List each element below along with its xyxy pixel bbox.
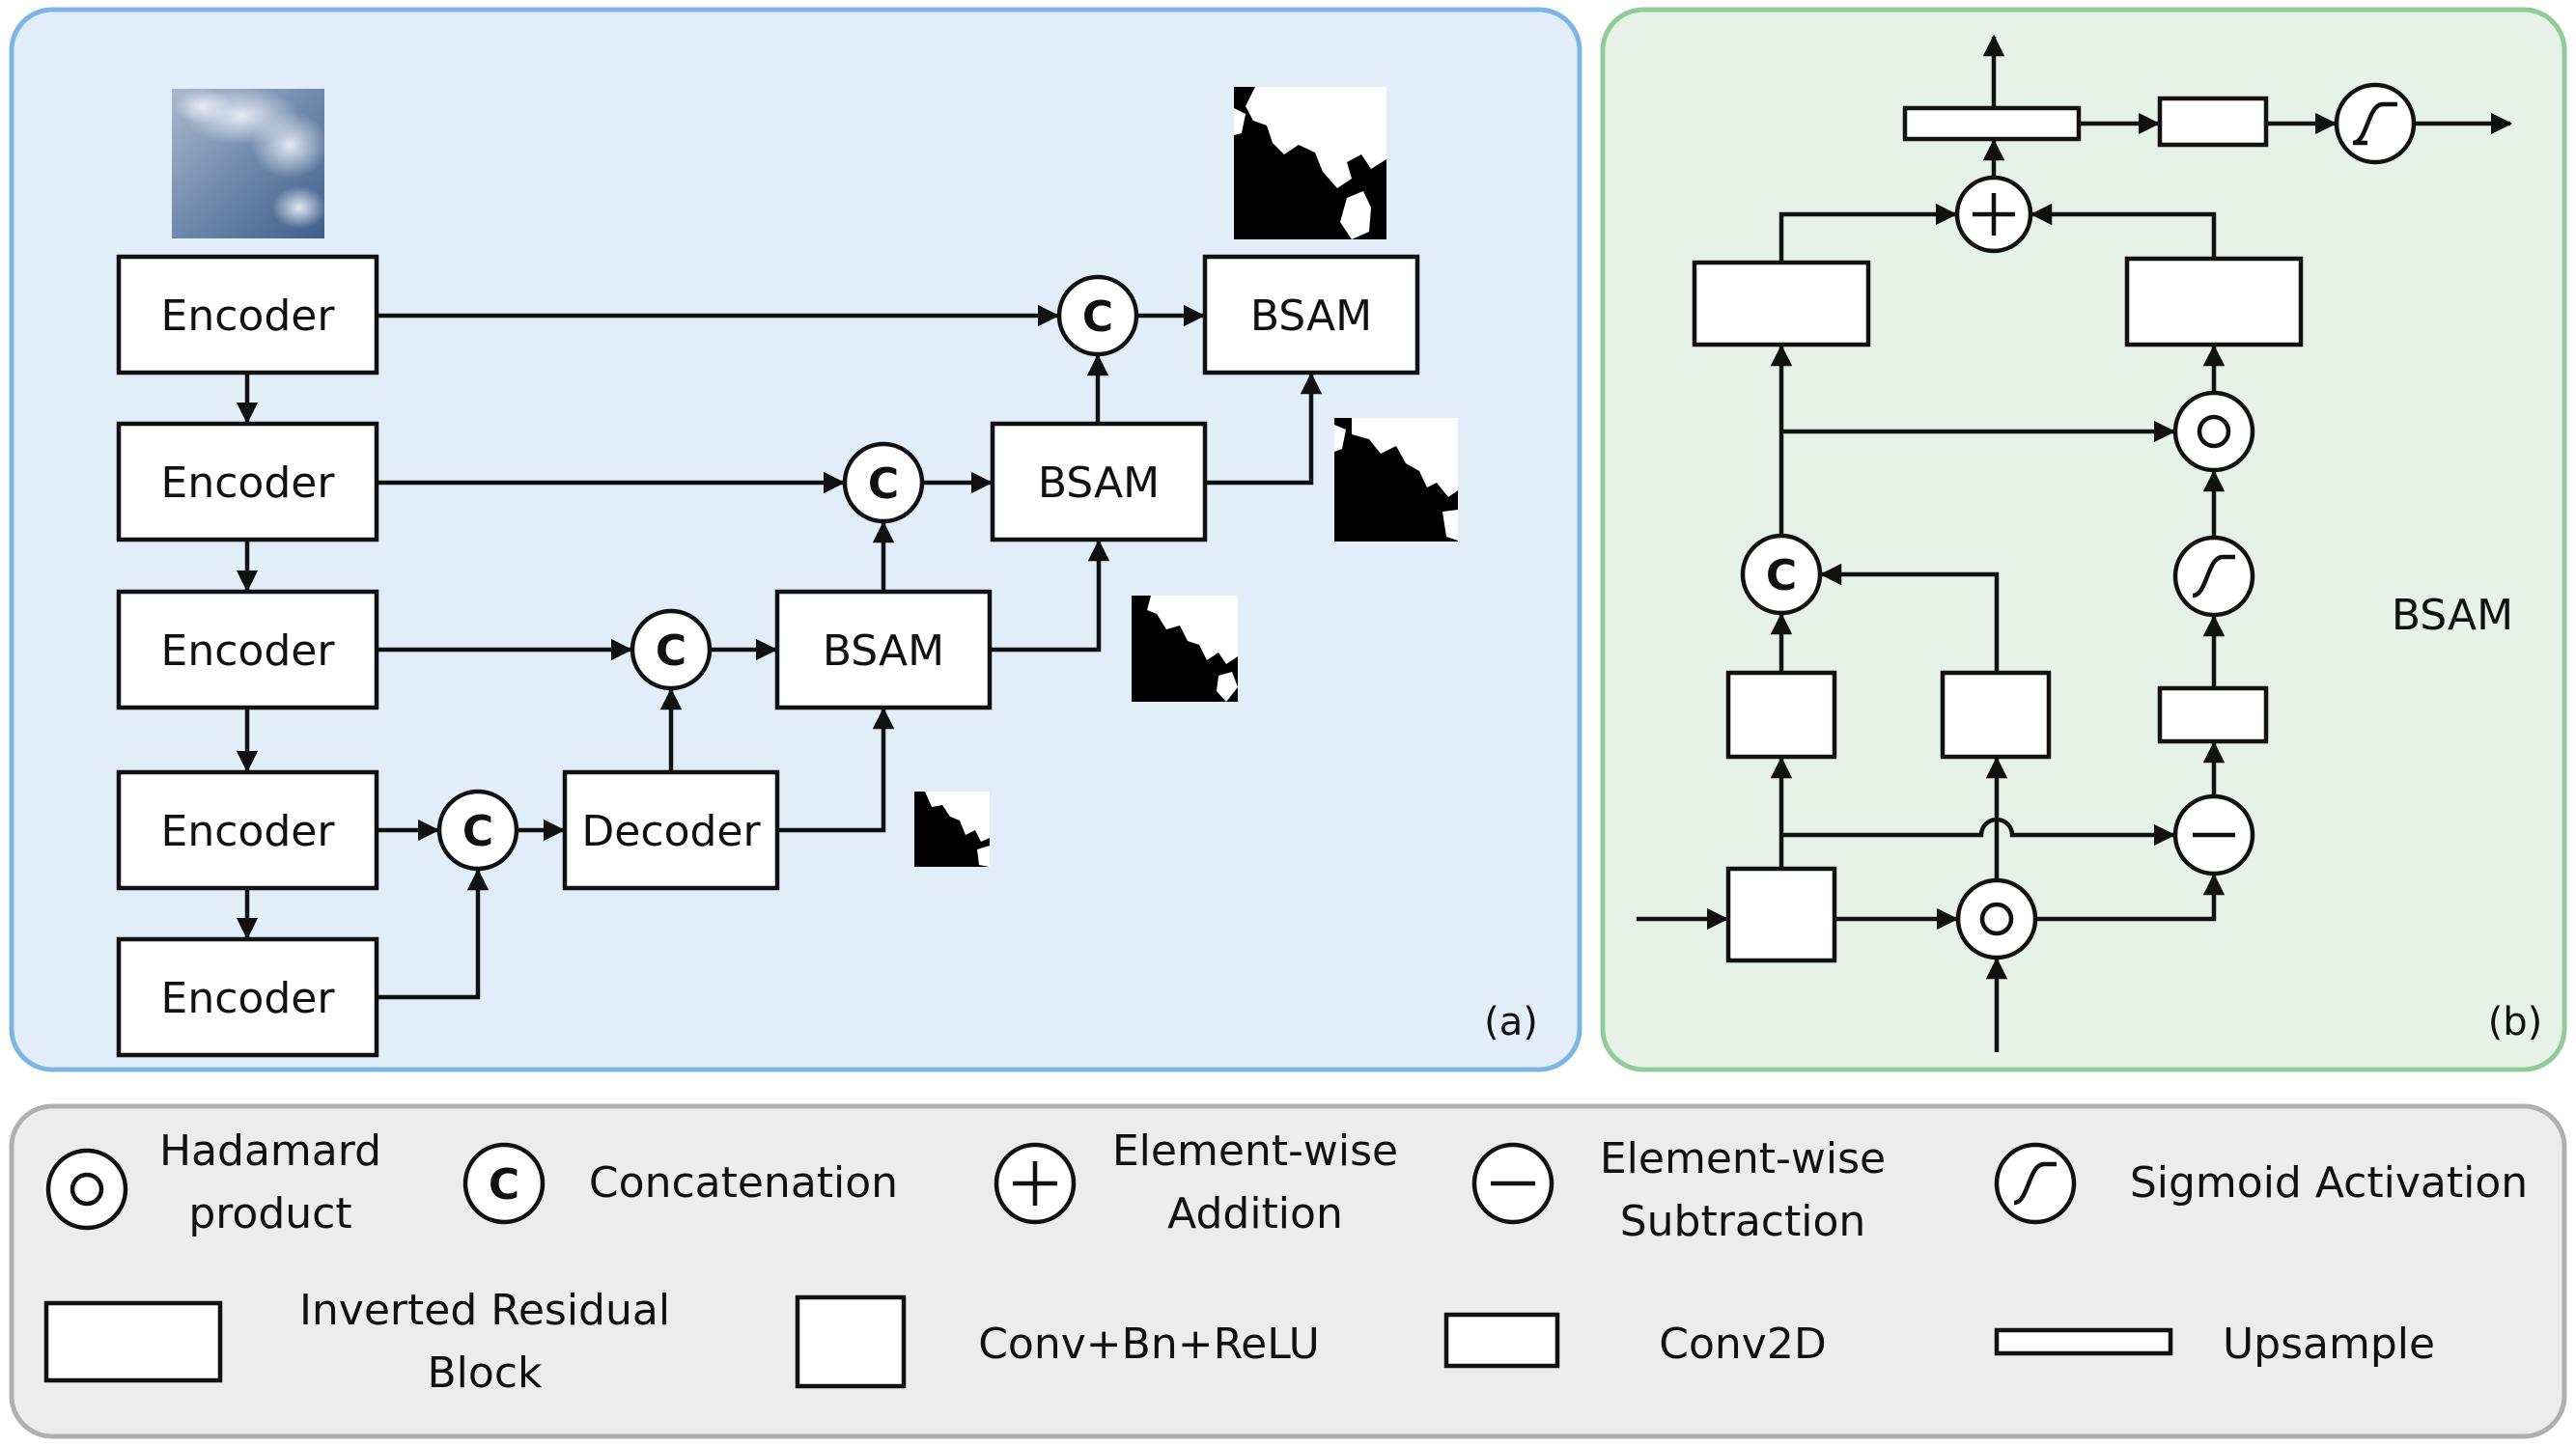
conv2d-block-right: [2157, 685, 2269, 744]
subtraction-op: [2172, 793, 2255, 876]
legend-inverted-residual-line1: Inverted Residual: [299, 1286, 670, 1335]
svg-text:C: C: [1082, 292, 1113, 342]
inverted-residual-block-left: [1692, 260, 1871, 348]
panel-b-label: (b): [2488, 1000, 2543, 1044]
panel-a-label: (a): [1484, 1000, 1538, 1044]
panel-b-connectors: [1637, 34, 2513, 1052]
bsam-block-1: BSAM: [774, 589, 993, 710]
concat-icon: [462, 1142, 546, 1225]
mask-image-2: [1334, 418, 1458, 542]
encoder-4: Encoder: [116, 769, 379, 891]
concat-op-4: C: [436, 789, 519, 872]
legend-subtraction-line1: Element-wise: [1600, 1134, 1886, 1183]
bsam-1-label: BSAM: [823, 626, 944, 676]
mask-image-top: [1234, 87, 1386, 239]
legend-sigmoid-label: Sigmoid Activation: [2130, 1158, 2528, 1208]
legend-concatenation-label: Concatenation: [589, 1158, 898, 1208]
inverted-residual-icon: [43, 1300, 223, 1383]
legend-upsample-label: Upsample: [2223, 1320, 2435, 1369]
legend-sigmoid: Sigmoid Activation: [1994, 1142, 2528, 1225]
concat-op-3: C: [630, 608, 713, 691]
conv-bn-relu-block-left: [1725, 670, 1837, 760]
sigmoid-icon: [1994, 1142, 2077, 1225]
addition-op: [1954, 175, 2033, 254]
svg-text:C: C: [462, 807, 493, 856]
legend-addition: Element-wise Addition: [994, 1126, 1398, 1238]
encoder-3: Encoder: [116, 589, 379, 710]
encoder-3-label: Encoder: [161, 626, 336, 676]
legend-subtraction: Element-wise Subtraction: [1471, 1134, 1886, 1246]
concat-op-1: C: [1056, 274, 1139, 357]
concat-op-2: C: [842, 441, 925, 524]
encoder-5: Encoder: [116, 936, 379, 1058]
legend-addition-line2: Addition: [1167, 1189, 1343, 1238]
upsample-icon: [1994, 1327, 2173, 1356]
concat-op-b: C: [1740, 533, 1823, 616]
sigmoid-op-top: [2334, 82, 2417, 165]
legend-conv-bn-relu: Conv+Bn+ReLU: [795, 1294, 1320, 1389]
encoder-4-label: Encoder: [161, 807, 336, 856]
svg-text:C: C: [656, 626, 686, 676]
bsam-3-label: BSAM: [1250, 292, 1372, 341]
encoder-5-label: Encoder: [161, 974, 336, 1023]
encoder-1: Encoder: [116, 254, 379, 375]
legend-subtraction-line2: Subtraction: [1620, 1197, 1866, 1246]
sigmoid-op-mid: [2172, 535, 2255, 618]
conv-bn-relu-block-center: [1940, 670, 2052, 760]
encoder-2-label: Encoder: [161, 459, 336, 508]
legend-conv-bn-relu-label: Conv+Bn+ReLU: [978, 1320, 1320, 1369]
conv-bn-relu-icon: [795, 1294, 907, 1389]
conv-bn-relu-block-input: [1725, 866, 1837, 963]
legend-upsample: Upsample: [1994, 1320, 2435, 1369]
panel-a-background: [9, 7, 1582, 1072]
svg-text:C: C: [489, 1160, 519, 1210]
bsam-block-2: BSAM: [990, 421, 1208, 542]
legend-background: [9, 1103, 2567, 1439]
legend-inverted-residual: Inverted Residual Block: [43, 1286, 670, 1398]
legend-hadamard: Hadamard product: [45, 1126, 381, 1238]
conv2d-icon: [1443, 1312, 1560, 1369]
hadamard-op-bottom: [1955, 877, 2038, 960]
encoder-1-label: Encoder: [161, 292, 336, 341]
encoder-2: Encoder: [116, 421, 379, 542]
mask-image-4: [914, 792, 990, 867]
decoder-block: Decoder: [562, 769, 780, 891]
svg-text:C: C: [868, 459, 899, 509]
legend-conv2d-label: Conv2D: [1659, 1320, 1826, 1369]
upsample-block: [1902, 105, 2082, 142]
inverted-residual-block-right: [2124, 256, 2304, 348]
svg-text:C: C: [1766, 551, 1797, 600]
input-satellite-image: [172, 87, 328, 238]
conv2d-block-top: [2157, 96, 2269, 148]
bsam-title: BSAM: [2392, 591, 2513, 640]
hadamard-op-top: [2172, 390, 2255, 473]
decoder-label: Decoder: [581, 807, 761, 856]
legend-hadamard-line2: product: [188, 1189, 351, 1238]
legend-addition-line1: Element-wise: [1112, 1126, 1398, 1176]
legend-hadamard-line1: Hadamard: [159, 1126, 381, 1176]
legend-conv2d: Conv2D: [1443, 1312, 1827, 1369]
legend-concatenation: C Concatenation: [462, 1142, 898, 1225]
bsam-block-3: BSAM: [1202, 254, 1420, 375]
mask-image-3: [1132, 596, 1238, 702]
bsam-2-label: BSAM: [1038, 459, 1160, 508]
panel-a-connectors: [236, 304, 1323, 1000]
legend-inverted-residual-line2: Block: [427, 1349, 543, 1398]
